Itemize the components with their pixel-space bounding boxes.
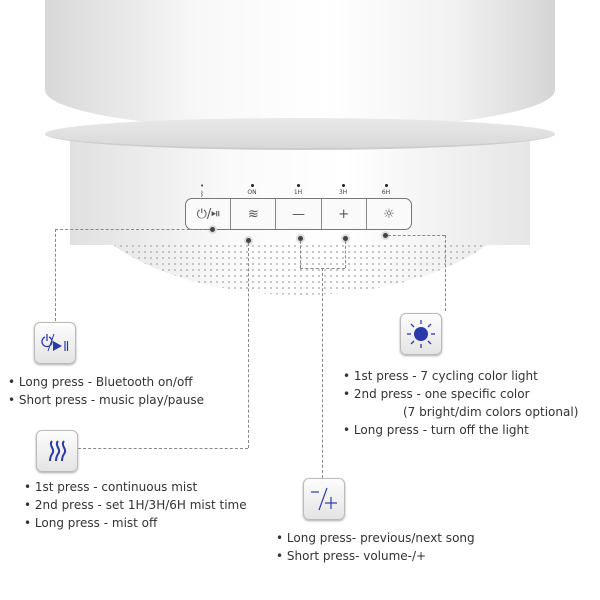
light-line: • Long press - turn off the light xyxy=(343,423,529,437)
device-top-body xyxy=(45,0,555,130)
mist-button[interactable]: ≋ xyxy=(231,199,277,229)
volume-description: • Long press- previous/next song • Short… xyxy=(276,529,475,565)
mist-leader-line xyxy=(78,448,248,449)
control-panel: ⏻/⏯ ≋ — + ☼ xyxy=(185,198,412,230)
device-rim xyxy=(45,118,555,150)
bluetooth-indicator-icon: •ᛒ xyxy=(200,182,205,198)
light-line: • 2nd press - one specific color xyxy=(343,387,530,401)
mist-line: • 2nd press - set 1H/3H/6H mist time xyxy=(24,498,247,512)
power-play-button[interactable]: ⏻/⏯ xyxy=(186,199,232,229)
minus-leader-dot xyxy=(298,236,303,241)
mist-leader-line xyxy=(248,243,249,448)
power-play-icon xyxy=(34,322,76,364)
power-description: • Long press - Bluetooth on/off • Short … xyxy=(8,373,204,409)
mist-line: • 1st press - continuous mist xyxy=(24,480,198,494)
mist-leader-dot xyxy=(246,238,251,243)
minus-button[interactable]: — xyxy=(276,199,322,229)
indicator-3h: 3H xyxy=(333,184,353,196)
light-leader-dot xyxy=(383,233,388,238)
mist-description: • 1st press - continuous mist • 2nd pres… xyxy=(24,478,247,532)
power-line: • Short press - music play/pause xyxy=(8,393,204,407)
indicator-on: ON xyxy=(242,184,262,196)
mist-line: • Long press - mist off xyxy=(24,516,158,530)
indicator-6h: 6H xyxy=(376,184,396,196)
mist-icon xyxy=(36,430,78,472)
volume-line: • Short press- volume-/+ xyxy=(276,549,427,563)
indicator-1h: 1H xyxy=(288,184,308,196)
power-leader-dot xyxy=(210,227,215,232)
light-leader-line xyxy=(388,235,445,236)
light-button[interactable]: ☼ xyxy=(383,206,395,222)
sun-icon xyxy=(400,313,442,355)
minus-plus-icon xyxy=(303,478,345,520)
volume-leader-line xyxy=(322,268,323,478)
plus-leader-dot xyxy=(343,236,348,241)
light-leader-line xyxy=(445,235,446,311)
minus-leader-line xyxy=(300,241,301,268)
power-line: • Long press - Bluetooth on/off xyxy=(8,375,193,389)
power-leader-line xyxy=(55,229,210,230)
plus-button[interactable]: + xyxy=(322,199,367,229)
light-line: (7 bright/dim colors optional) xyxy=(403,405,579,419)
light-line: • 1st press - 7 cycling color light xyxy=(343,369,538,383)
plus-leader-line xyxy=(345,241,346,268)
volume-line: • Long press- previous/next song xyxy=(276,531,475,545)
power-leader-line xyxy=(55,229,56,321)
light-description: • 1st press - 7 cycling color light • 2n… xyxy=(343,367,578,439)
